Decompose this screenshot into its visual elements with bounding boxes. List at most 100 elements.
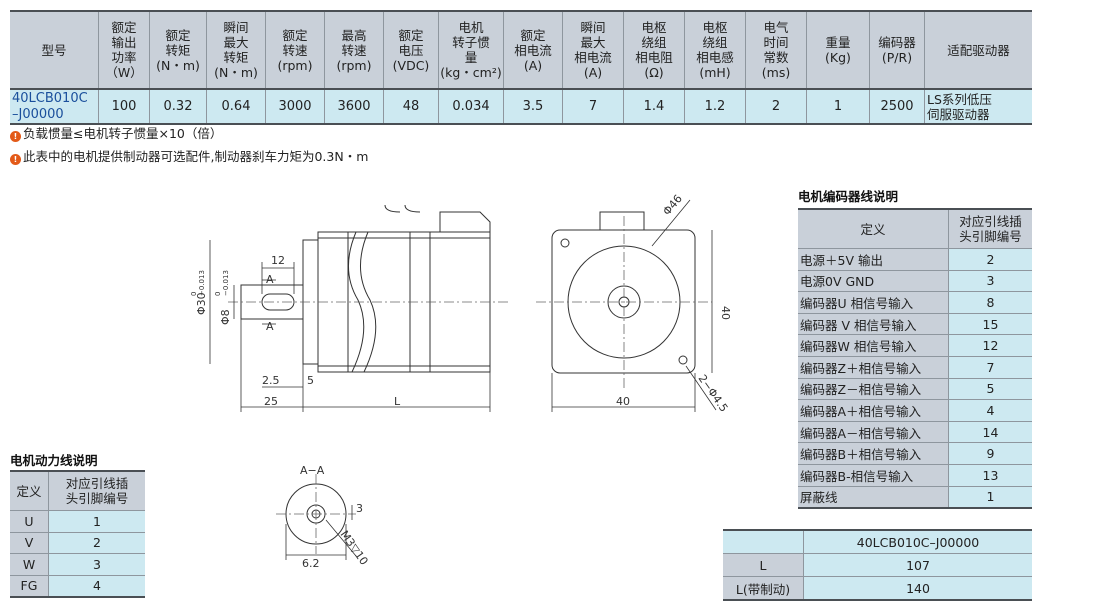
encoder-pin: 15 — [948, 313, 1032, 336]
header-peak-current: 瞬间最大相电流(A) — [562, 10, 624, 90]
value-cell: 0.32 — [149, 89, 207, 125]
encoder-def: 编码器B＋相信号输入 — [798, 442, 949, 465]
power-section-title: 电机动力线说明 — [10, 453, 98, 468]
power-pin: 3 — [48, 553, 145, 576]
header-rated-voltage: 额定电压(VDC) — [383, 10, 439, 90]
header-resistance: 电枢绕组相电阻(Ω) — [623, 10, 685, 90]
power-header-pin: 对应引线插头引脚编号 — [48, 470, 145, 511]
encoder-def: 编码器B-相信号输入 — [798, 464, 949, 487]
dimension-label: L(带制动) — [723, 576, 804, 601]
header-rated-power: 额定输出功率（W） — [98, 10, 150, 90]
tol-phi8-upper: 0 — [214, 292, 222, 296]
keyway — [261, 293, 295, 311]
motor-drawing: 12 A A Φ30 0 −0.013 Φ8 0 −0.013 2.5 5 25… — [190, 192, 732, 570]
encoder-header-pin: 对应引线插头引脚编号 — [948, 208, 1032, 249]
header-time-constant: 电气时间常数(ms) — [745, 10, 807, 90]
header-rated-current: 额定相电流(A) — [503, 10, 563, 90]
encoder-pin: 7 — [948, 356, 1032, 379]
dim-thread: M3▽10 — [338, 528, 371, 567]
dim-25: 25 — [264, 395, 278, 408]
header-rotor-inertia: 电机转子惯量(kg・cm²) — [438, 10, 504, 90]
dim-phi8: Φ8 — [219, 309, 232, 325]
encoder-def: 编码器 V 相信号输入 — [798, 313, 949, 336]
encoder-def: 编码器W 相信号输入 — [798, 334, 949, 357]
mount-hole — [560, 238, 570, 248]
encoder-def: 编码器U 相信号输入 — [798, 291, 949, 314]
encoder-def: 编码器A－相信号输入 — [798, 421, 949, 444]
encoder-def: 编码器Z＋相信号输入 — [798, 356, 949, 379]
value-cell: 2 — [745, 89, 807, 125]
dim-12: 12 — [271, 254, 285, 267]
dim-5: 5 — [307, 374, 314, 387]
section-mark-a: A — [266, 273, 274, 286]
value-cell: 0.64 — [206, 89, 266, 125]
header-max-speed: 最高转速(rpm) — [324, 10, 384, 90]
note-inertia: !负载惯量≤电机转子惯量×10（倍） — [10, 126, 222, 142]
encoder-pin: 12 — [948, 334, 1032, 357]
spec-header-row: 型号 额定输出功率（W） 额定转矩(N・m) 瞬间最大转矩(N・m) 额定转速(… — [10, 10, 1032, 90]
power-pin: 2 — [48, 532, 145, 554]
dimension-model: 40LCB010C–J00000 — [803, 529, 1032, 554]
dim-phi30: Φ30 — [195, 292, 208, 315]
encoder-def: 屏蔽线 — [798, 486, 949, 510]
header-peak-torque: 瞬间最大转矩(N・m) — [206, 10, 266, 90]
header-encoder: 编码器(P/R) — [869, 10, 925, 90]
encoder-pin: 1 — [948, 486, 1032, 510]
tol-phi30-lower: −0.013 — [198, 270, 206, 296]
tol-phi30-upper: 0 — [190, 292, 198, 296]
header-weight: 重量(Kg) — [806, 10, 870, 90]
encoder-pin: 3 — [948, 270, 1032, 293]
power-def: FG — [10, 575, 49, 598]
power-def: V — [10, 532, 49, 554]
cable-gland — [439, 211, 491, 232]
value-cell: 7 — [562, 89, 624, 125]
connector — [599, 211, 645, 231]
value-cell: 3.5 — [503, 89, 563, 125]
dim-2-5: 2.5 — [262, 374, 280, 387]
encoder-pin: 8 — [948, 291, 1032, 314]
encoder-def: 编码器A＋相信号输入 — [798, 399, 949, 422]
table-row: 40LCB010C–J00000 — [723, 529, 1032, 554]
value-cell: 1.4 — [623, 89, 685, 125]
dim-6-2: 6.2 — [302, 557, 320, 570]
value-cell: 3600 — [324, 89, 384, 125]
encoder-pin: 2 — [948, 248, 1032, 271]
encoder-def: 编码器Z－相信号输入 — [798, 378, 949, 401]
dim-l: L — [394, 395, 401, 408]
value-cell: 2500 — [869, 89, 925, 125]
table-row: L 107 — [723, 553, 1032, 577]
spec-data-row: 40LCB010C–J00000 100 0.32 0.64 3000 3600… — [10, 89, 1032, 125]
encoder-pin: 13 — [948, 464, 1032, 487]
dim-40-vertical: 40 — [719, 306, 732, 320]
spec-table: 型号 额定输出功率（W） 额定转矩(N・m) 瞬间最大转矩(N・m) 额定转速(… — [10, 10, 1032, 125]
dimension-table: 40LCB010C–J00000 L 107 L(带制动) 140 — [723, 529, 1032, 601]
header-inductance: 电枢绕组相电感(mH) — [684, 10, 746, 90]
driver-cell: LS系列低压伺服驱动器 — [924, 89, 1032, 125]
header-rated-torque: 额定转矩(N・m) — [149, 10, 207, 90]
value-cell: 0.034 — [438, 89, 504, 125]
power-pin: 4 — [48, 575, 145, 598]
dim-40-horizontal: 40 — [616, 395, 630, 408]
encoder-pin: 5 — [948, 378, 1032, 401]
note-brake: !此表中的电机提供制动器可选配件,制动器刹车力矩为0.3N・m — [10, 149, 368, 165]
encoder-def: 电源0V GND — [798, 270, 949, 293]
dim-3: 3 — [356, 502, 363, 515]
section-mark-a: A — [266, 320, 274, 333]
model-cell: 40LCB010C–J00000 — [10, 89, 99, 125]
header-rated-speed: 额定转速(rpm) — [265, 10, 325, 90]
